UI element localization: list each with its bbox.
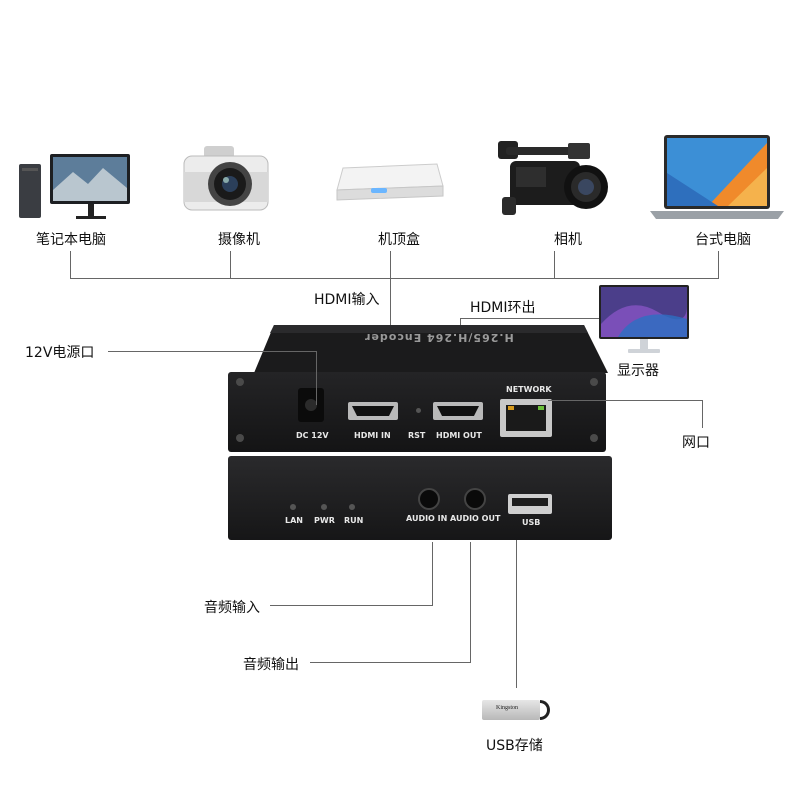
audio-out-jack[interactable]: [464, 488, 486, 510]
pro-camcorder-icon: [498, 141, 608, 215]
dc-label: DC 12V: [296, 431, 329, 440]
camcorder-illustration: [182, 142, 270, 214]
encoder-back-panel: DC 12V HDMI IN RST HDMI OUT NETWORK: [228, 372, 606, 452]
encoder-top-face: H.265/H.264 Encoder: [254, 325, 608, 373]
rj45-port[interactable]: [500, 399, 552, 437]
rst-label: RST: [408, 431, 426, 440]
settop-label: 机顶盒: [378, 232, 420, 248]
monitor-illustration: [598, 284, 690, 356]
pc-illustration: [18, 150, 133, 225]
audio-in-jack[interactable]: [418, 488, 440, 510]
camera-illustration: [496, 137, 611, 222]
usb-stick-brand: Kingston: [496, 705, 519, 711]
desktop-label: 台式电脑: [695, 232, 751, 248]
run-led: [349, 504, 355, 510]
audio-out-label: AUDIO OUT: [450, 514, 501, 523]
hdmi-loop-out-callout: HDMI环出: [470, 300, 536, 316]
pc-icon: [19, 154, 130, 219]
laptop-label: 笔记本电脑: [36, 232, 106, 248]
usb-label: USB: [522, 518, 541, 527]
hdmi-in-port[interactable]: [348, 402, 398, 420]
screw-icon: [236, 378, 244, 386]
network-label: NETWORK: [506, 385, 552, 394]
encoder-front-panel: LAN PWR RUN AUDIO IN AUDIO OUT USB: [228, 456, 612, 540]
screw-icon: [236, 434, 244, 442]
screw-icon: [590, 434, 598, 442]
laptop-icon: [650, 135, 784, 219]
lan-label: LAN: [285, 516, 303, 525]
audio-in-label: AUDIO IN: [406, 514, 448, 523]
lan-led: [290, 504, 296, 510]
settop-box-icon: [336, 163, 444, 201]
hdmi-out-label: HDMI OUT: [436, 431, 482, 440]
usb-stick-illustration: Kingston: [482, 698, 554, 722]
hdmi-in-callout: HDMI输入: [314, 292, 380, 308]
pwr-led: [321, 504, 327, 510]
top-engraving: H.265/H.264 Encoder: [364, 331, 514, 344]
audio-out-callout: 音频输出: [243, 657, 299, 673]
hdmi-out-port[interactable]: [433, 402, 483, 420]
monitor-label: 显示器: [617, 363, 659, 379]
monitor-icon: [599, 285, 689, 353]
screw-icon: [590, 378, 598, 386]
source-bus-line: [70, 278, 718, 279]
run-label: RUN: [344, 516, 364, 525]
audio-in-callout: 音频输入: [204, 600, 260, 616]
desktop-illustration: [648, 133, 786, 221]
usb-storage-callout: USB存储: [486, 738, 543, 754]
usb-stick-icon: [482, 700, 540, 720]
settop-illustration: [335, 160, 445, 205]
hdmi-in-label: HDMI IN: [354, 431, 391, 440]
camera-white-icon: [183, 146, 269, 211]
pwr-label: PWR: [314, 516, 335, 525]
dc-power-jack[interactable]: [298, 388, 324, 422]
reset-button[interactable]: [416, 408, 421, 413]
power-callout: 12V电源口: [25, 345, 95, 361]
network-callout: 网口: [682, 435, 710, 451]
camera-label: 相机: [554, 232, 582, 248]
usb-port[interactable]: [508, 494, 552, 514]
camcorder-label: 摄像机: [218, 232, 260, 248]
